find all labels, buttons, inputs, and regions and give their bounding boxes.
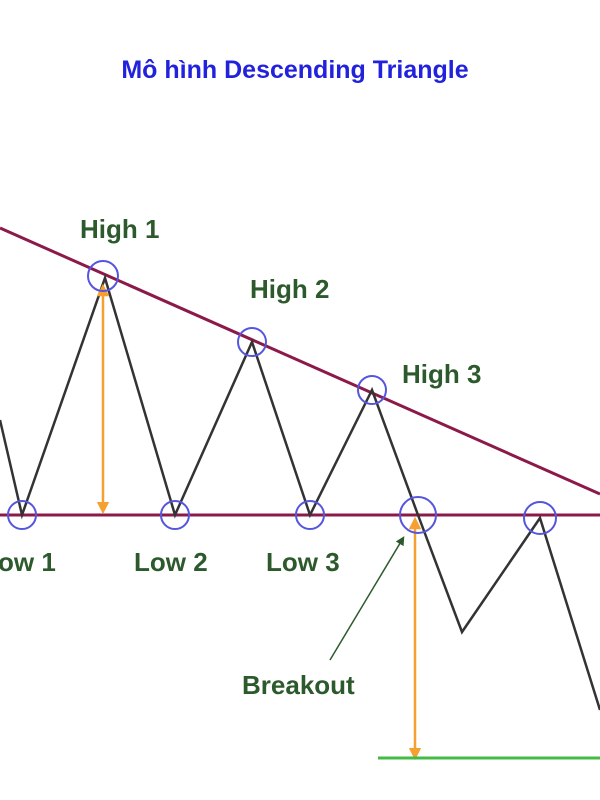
high2-marker [237,327,267,357]
high1-marker [87,260,119,292]
low3-label: Low 3 [266,547,340,577]
breakout-label: Breakout [242,670,355,700]
low3-marker [295,500,325,530]
descending-resistance-line [0,226,600,496]
retest-marker [523,501,557,535]
price-zigzag-line [0,273,600,711]
low1-marker [7,500,37,530]
high3-label: High 3 [402,359,481,389]
high2-label: High 2 [250,274,329,304]
breakout-pointer-arrow [329,536,405,661]
low2-label: Low 2 [134,547,208,577]
high3-marker [357,375,387,405]
diagram-title: Mô hình Descending Triangle [121,56,468,84]
low2-marker [160,500,190,530]
high1-label: High 1 [80,214,159,244]
breakout-marker [399,496,437,534]
low1-label: ow 1 [0,547,56,577]
